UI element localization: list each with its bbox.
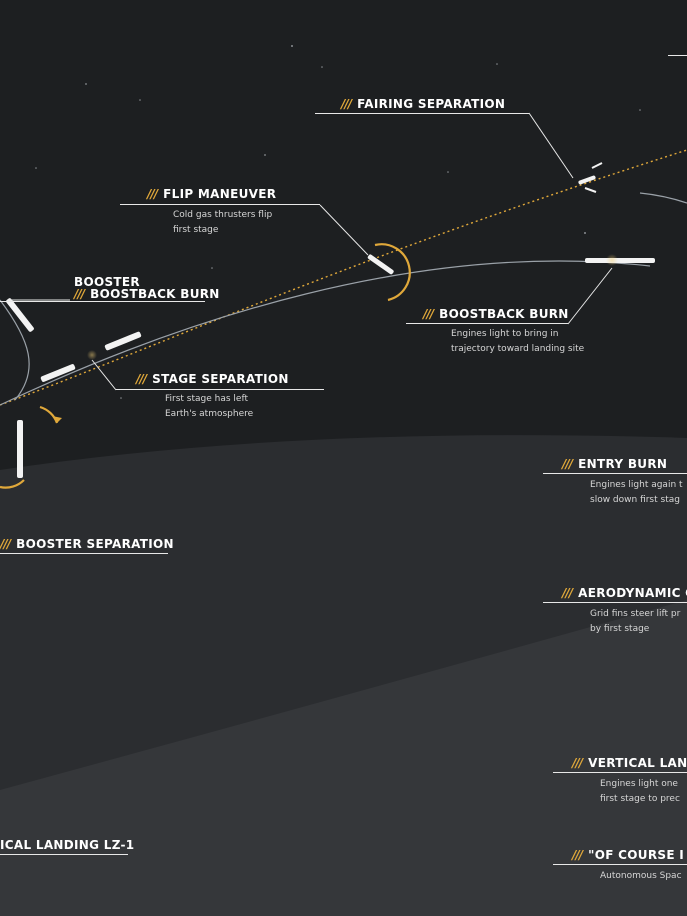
leader-booster-sep xyxy=(0,553,168,554)
desc-aerodynamic: Grid fins steer lift pr by first stage xyxy=(590,609,681,634)
leader-stage-sep xyxy=(116,389,324,390)
label-vertical-landing-lz1: ICAL LANDING LZ-1 xyxy=(0,838,135,852)
label-booster-separation: ///BOOSTER SEPARATION xyxy=(0,537,174,551)
descent-trajectory xyxy=(0,299,30,401)
earth-surface xyxy=(0,600,687,916)
leader-flip xyxy=(120,204,320,205)
desc-stage-separation: First stage has left Earth's atmosphere xyxy=(165,394,254,419)
desc-entry-burn: Engines light again t slow down first st… xyxy=(590,480,683,505)
label-stage-separation: ///STAGE SEPARATION xyxy=(136,372,289,386)
label-fairing-separation: ///FAIRING SEPARATION xyxy=(341,97,506,111)
label-entry-burn: ///ENTRY BURN xyxy=(562,457,668,471)
booster-left-rocket xyxy=(6,298,34,332)
desc-boostback-burn: Engines light to bring in trajectory tow… xyxy=(451,329,585,354)
boostback-rocket xyxy=(585,254,655,266)
booster-sep-rocket xyxy=(17,420,23,478)
label-flip-maneuver: ///FLIP MANEUVER xyxy=(147,187,277,201)
stage-sep-rocket xyxy=(40,331,142,382)
label-of-course: ///"OF COURSE I S xyxy=(572,848,687,862)
label-vertical-landing-right: ///VERTICAL LAN xyxy=(572,756,687,770)
desc-of-course: Autonomous Spac xyxy=(600,871,682,881)
desc-flip-maneuver: Cold gas thrusters flip first stage xyxy=(173,210,273,235)
leader-booster-boostback xyxy=(0,301,205,302)
stars xyxy=(35,45,641,399)
leader-fairing xyxy=(315,113,529,114)
leader-lz1 xyxy=(0,854,128,855)
leader-of-course xyxy=(553,864,687,865)
leader-top-right xyxy=(668,55,687,56)
flip-rotation-arc xyxy=(374,243,411,302)
label-boostback-burn: ///BOOSTBACK BURN xyxy=(423,307,569,321)
label-aerodynamic: ///AERODYNAMIC G xyxy=(562,586,687,600)
desc-vertical-landing: Engines light one first stage to prec xyxy=(600,779,680,804)
leader-aerodynamic xyxy=(543,602,687,603)
booster-sep-rotation-arc-lower xyxy=(0,479,25,489)
leader-vertical-landing xyxy=(553,772,687,773)
boostback-trajectory xyxy=(0,260,651,406)
flip-rocket xyxy=(367,254,394,275)
label-booster-boostback: ///BOOSTBACK BURN xyxy=(74,287,220,301)
label-booster-top: BOOSTER xyxy=(74,275,140,289)
second-stage-arc xyxy=(639,192,687,204)
fairing-rocket xyxy=(578,162,603,193)
stage-marker: /// xyxy=(341,97,352,111)
leader-boostback xyxy=(406,323,568,324)
arrow-head xyxy=(52,416,62,423)
leader-entry-burn xyxy=(543,473,687,474)
